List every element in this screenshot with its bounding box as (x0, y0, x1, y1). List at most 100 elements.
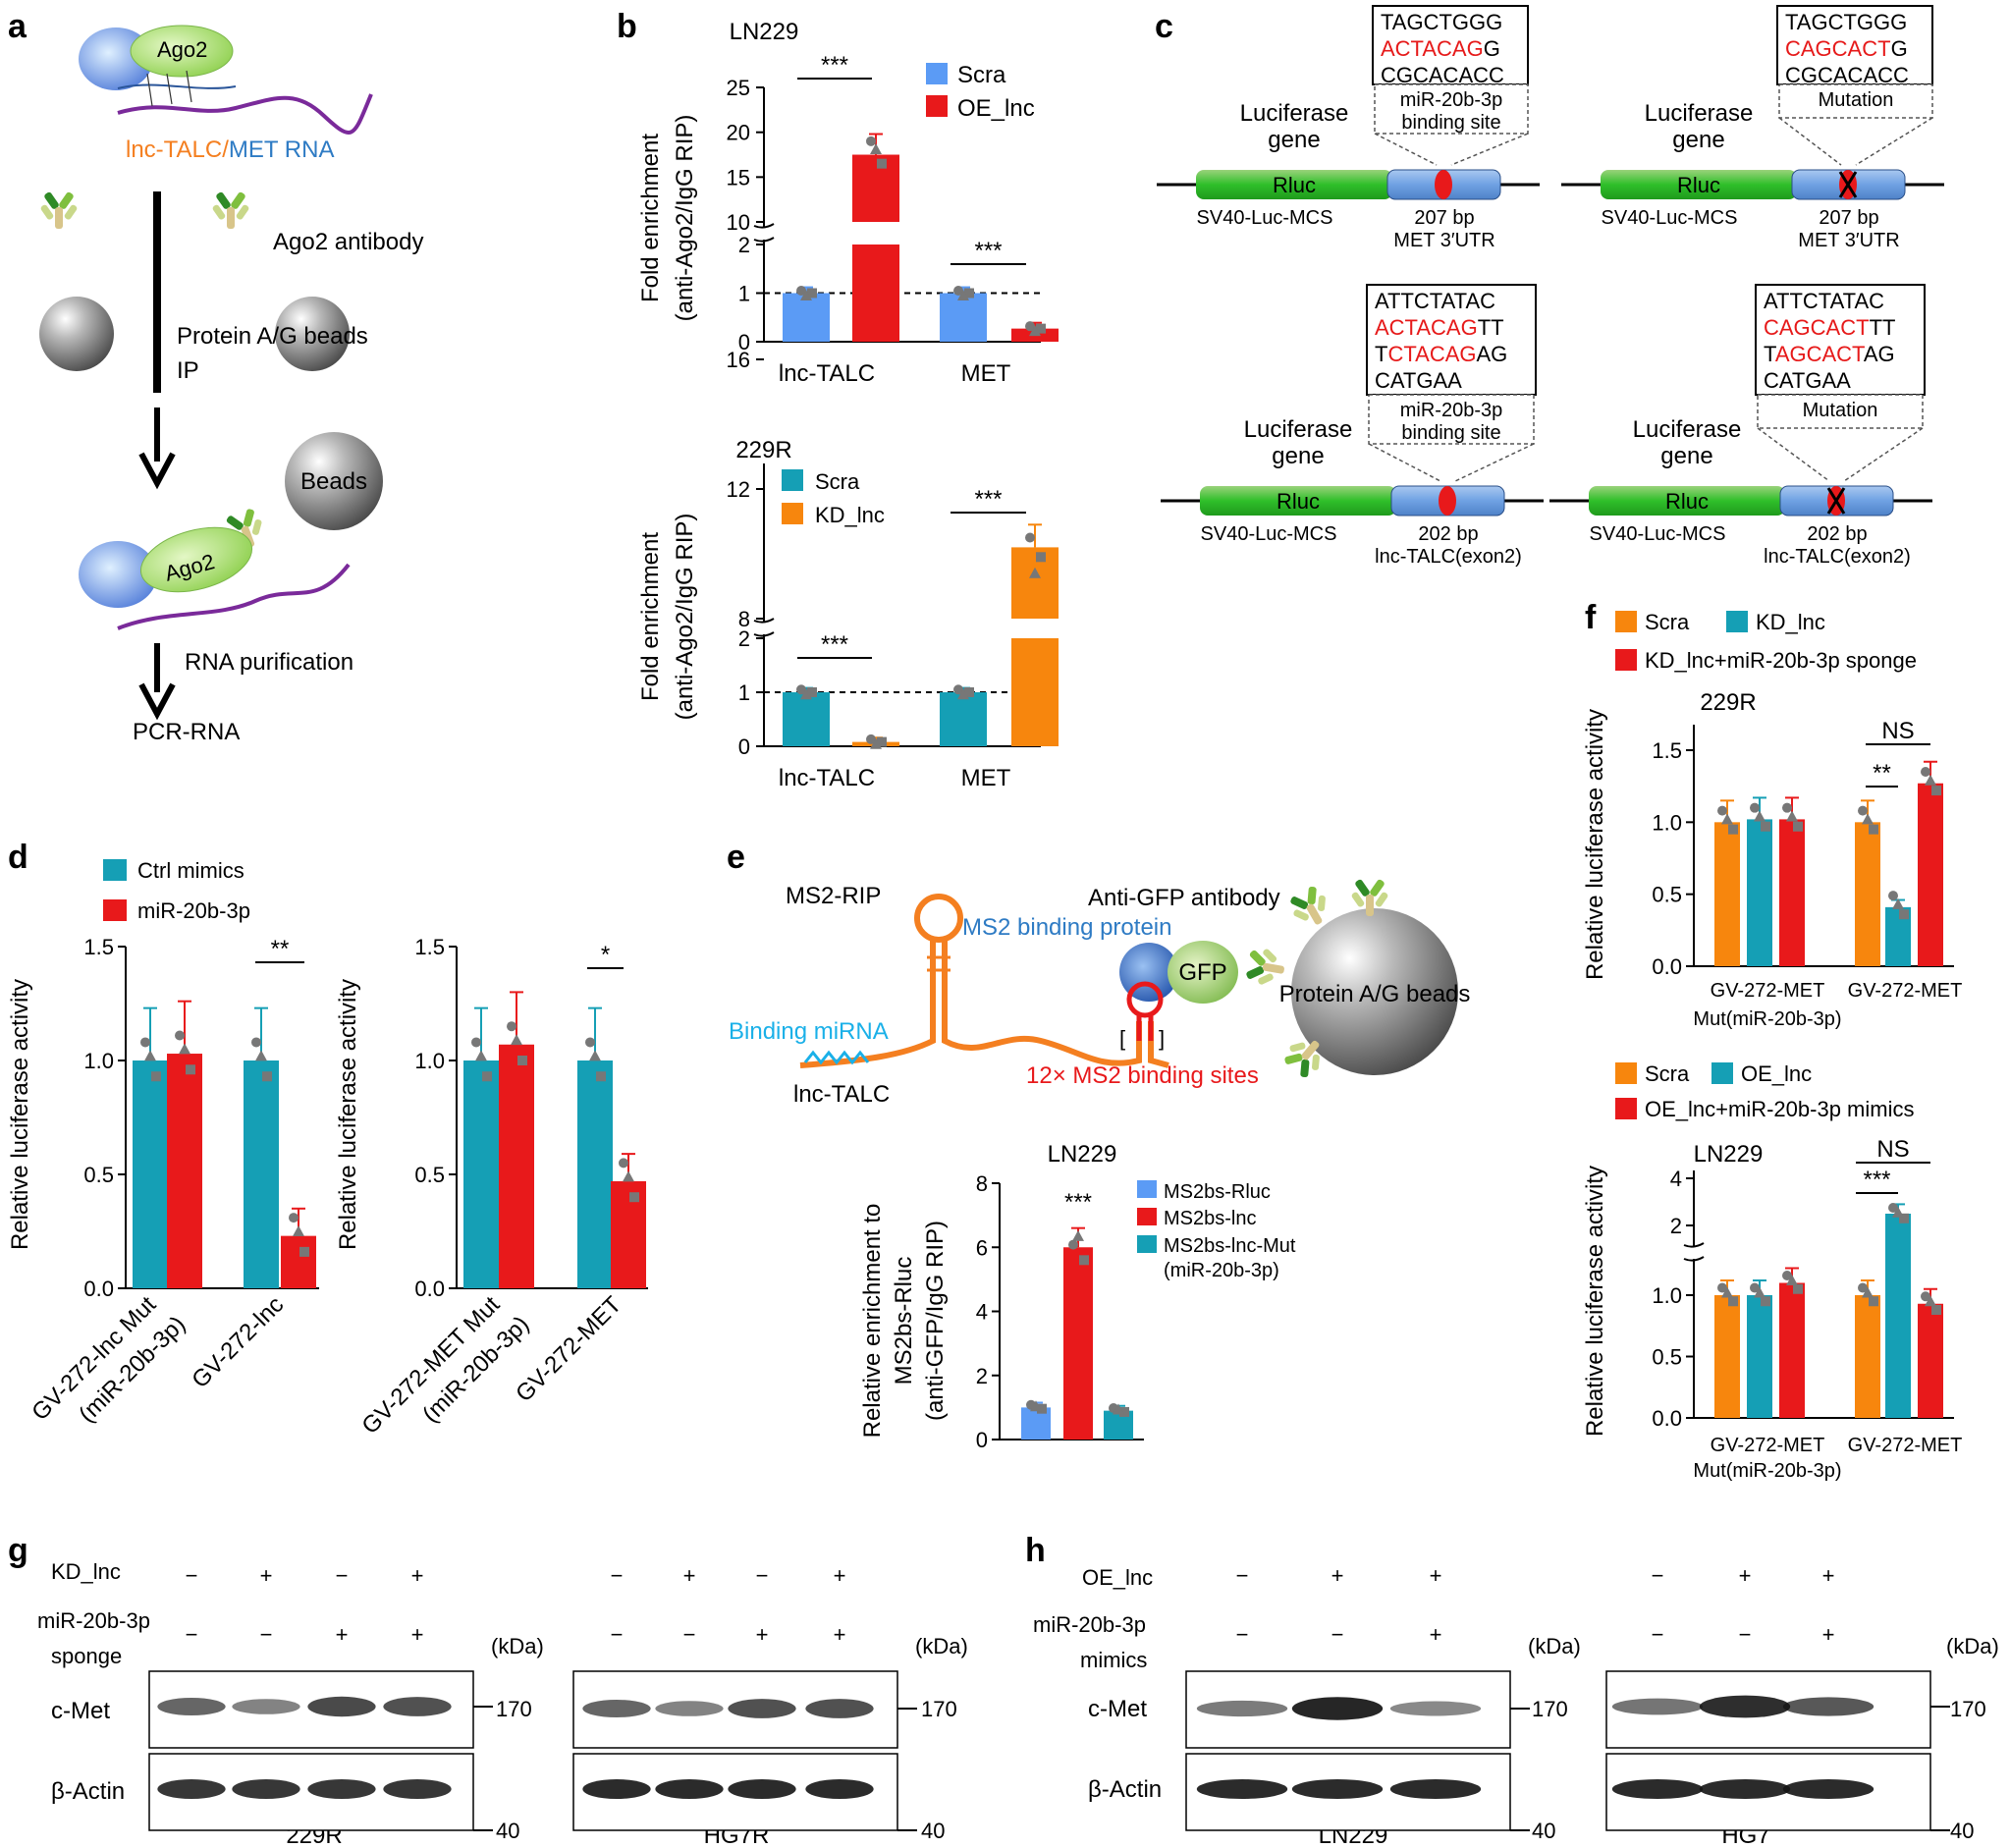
f-top-xlabel: Mut(miR-20b-3p) (1693, 1008, 1841, 1030)
data-point (1899, 1213, 1909, 1223)
h-hg7-sign-row2: − (1739, 1622, 1752, 1647)
b-bot-bar (783, 692, 830, 746)
sequence-line: ACTACAGTT (1375, 315, 1504, 340)
d-left-ytick-label: 0.0 (83, 1277, 114, 1301)
sequence-line: CATGAA (1764, 368, 1851, 393)
panel-c-label: c (1155, 8, 1173, 45)
d-right-xlabel: GV-272-MET (511, 1291, 626, 1407)
b-bot-ytick-label: 2 (738, 626, 750, 651)
e-lnc-label: lnc-TALC (793, 1081, 890, 1108)
vector-label: SV40-Luc-MCS (1602, 207, 1738, 229)
data-point (1782, 802, 1792, 813)
g-marker-170: 170 (496, 1697, 532, 1721)
data-point (1931, 1305, 1941, 1315)
e-legend-mut: MS2bs-lnc-Mut (1164, 1235, 1296, 1257)
svg-text:[: [ (1119, 1026, 1125, 1051)
d-right-ytick-label: 0.0 (414, 1277, 445, 1301)
data-point (1858, 805, 1868, 816)
g-hg7r-actin-band (655, 1779, 724, 1799)
h-marker-40-2: 40 (1950, 1819, 1974, 1843)
data-point (1931, 786, 1941, 796)
sequence-part: TAGCTGGG (1381, 10, 1502, 34)
data-point (1119, 1406, 1129, 1417)
rluc-label: Rluc (1665, 489, 1709, 514)
significance-label: *** (1863, 1167, 1890, 1193)
c-construct-met-wt: TAGCTGGGACTACAGGCGCACACCmiR-20b-3pbindin… (1157, 5, 1540, 251)
ago2-protein-top (130, 25, 234, 78)
significance-label: *** (821, 631, 848, 658)
data-point (507, 1021, 516, 1032)
d-left-bar (167, 1054, 202, 1288)
sequence-part: CAGCACT (1785, 36, 1891, 61)
d-left-xlabel: GV-272-lnc (187, 1291, 289, 1393)
h-row-oe: OE_lnc (1082, 1565, 1153, 1590)
f-top-ytick-label: 0.0 (1652, 954, 1682, 979)
c-construct-lnc-mut: ATTCTATACCAGCACTTTTAGCACTAGCATGAAMutatio… (1549, 284, 1932, 568)
data-point (1029, 325, 1041, 337)
sequence-part: ACTACAG (1375, 315, 1478, 340)
antibody-icon-2 (211, 190, 250, 229)
h-ln229-actin-band (1291, 1779, 1384, 1799)
g-row-mir: miR-20b-3p (37, 1608, 150, 1633)
site-label: Mutation (1803, 400, 1878, 421)
pcr-label: PCR-RNA (133, 719, 240, 745)
f-top-xlabel: GV-272-MET (1711, 980, 1825, 1002)
g-229r-cmet-band (157, 1698, 226, 1715)
b-top-ytick-label: 25 (727, 76, 750, 100)
d-left-bar (244, 1060, 279, 1288)
b-top-ylabel-1: Fold enrichment (637, 134, 664, 302)
b-top-bar (852, 245, 899, 342)
h-hg7-actin-band (1699, 1779, 1791, 1799)
d-legend-ctrl: Ctrl mimics (137, 858, 244, 883)
h-ln229-cmet-band (1196, 1700, 1288, 1717)
luciferase-label: Luciferase (1645, 100, 1754, 127)
h-hg7-sign-row1: + (1822, 1563, 1835, 1588)
g-hg7r-cmet-band (805, 1699, 874, 1718)
f-top-ytick-label: 1.5 (1652, 738, 1682, 763)
sequence-part: G (1484, 36, 1500, 61)
data-point (1721, 1286, 1733, 1298)
bp-label: 202 bp (1418, 523, 1478, 545)
data-point (517, 1056, 527, 1065)
d-right-bar (611, 1180, 646, 1288)
b-top-ytick-label: 2 (738, 233, 750, 257)
data-point (796, 286, 806, 297)
f-bot-legend-scra: Scra (1645, 1061, 1690, 1086)
g-actin-label: β-Actin (51, 1778, 125, 1805)
rluc-label: Rluc (1277, 489, 1320, 514)
b-bot-bar (1011, 547, 1059, 619)
f-bot-bar (1714, 1295, 1740, 1418)
g-229r-sign-row2: + (336, 1622, 349, 1647)
data-point (796, 684, 806, 695)
b-top-bar (852, 154, 899, 222)
data-point (151, 1071, 161, 1082)
g-hg7r-sign-row1: + (834, 1563, 846, 1588)
b-bot-legend-label: Scra (815, 469, 860, 494)
sequence-line: CGCACACC (1785, 63, 1909, 87)
d-left-ytick-label: 1.5 (83, 935, 114, 959)
data-point (262, 1071, 272, 1082)
h-actin-label: β-Actin (1088, 1776, 1162, 1803)
b-top-legend-swatch (926, 63, 948, 84)
data-point (800, 289, 812, 300)
ms2-hairpin-icon (1126, 981, 1164, 1018)
ip-label: IP (177, 357, 199, 384)
b-top-legend-swatch (926, 95, 948, 117)
data-point (144, 1050, 156, 1061)
data-point (957, 289, 969, 300)
g-229r-sign-row1: + (411, 1563, 424, 1588)
sequence-line: CGCACACC (1381, 63, 1504, 87)
b-top-legend-label: OE_lnc (957, 95, 1035, 122)
significance-label: ** (271, 936, 290, 962)
site-label: Mutation (1819, 89, 1894, 111)
data-point (1761, 1296, 1770, 1307)
data-point (1899, 909, 1909, 920)
g-hg7r-sign-row1: − (756, 1563, 769, 1588)
f-top-legend-sponge: KD_lnc+miR-20b-3p sponge (1645, 648, 1917, 673)
f-bottom-chart: 0.00.51.024***NSGV-272-METMut(miR-20b-3p… (1652, 1136, 1962, 1482)
data-point (877, 158, 887, 169)
bp-label: 202 bp (1807, 523, 1867, 545)
e-ms2bp-label: MS2 binding protein (962, 914, 1171, 941)
